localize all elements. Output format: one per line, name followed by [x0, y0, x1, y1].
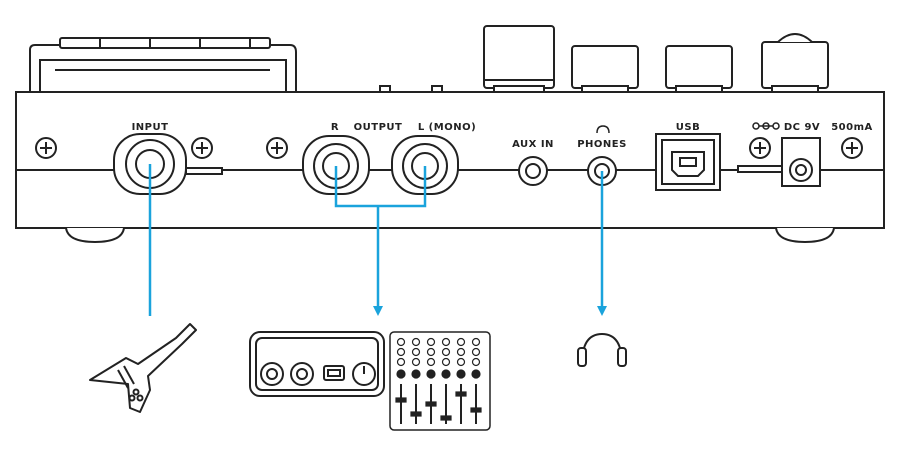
mixer-fader — [455, 391, 467, 397]
phones-arrow-icon — [597, 306, 607, 316]
mixer-knob — [411, 369, 421, 379]
aux-in-label: AUX IN — [512, 139, 554, 150]
panel-labels: INPUT R OUTPUT L (MONO) AUX IN PHONES US… — [132, 122, 873, 150]
mixer-fader — [470, 407, 482, 413]
mixer-knob — [411, 337, 421, 347]
screw-right-2 — [841, 137, 863, 159]
mixer-knob — [456, 347, 466, 357]
mixer-knob — [411, 347, 421, 357]
dc-jack — [737, 137, 821, 187]
mixer-knob — [456, 357, 466, 367]
arrowheads — [373, 306, 607, 316]
output-connector-bracket — [334, 166, 427, 208]
knob-3 — [665, 45, 733, 93]
mixer-channel — [455, 337, 467, 424]
mixer-channel — [425, 337, 437, 424]
mixer-knob — [426, 357, 436, 367]
mixer-knob — [441, 347, 451, 357]
screw-input-right — [191, 137, 213, 159]
guitar-icon — [89, 323, 197, 413]
mixer-knob — [471, 337, 481, 347]
mixer-knob — [471, 347, 481, 357]
output-r-label: R — [331, 122, 339, 133]
mixer-knob — [441, 357, 451, 367]
mixer-knob — [471, 369, 481, 379]
mixer-knob — [396, 369, 406, 379]
screw-left — [35, 137, 57, 159]
mixer-channel — [470, 337, 482, 424]
mixer-knob — [456, 369, 466, 379]
mixer-knob — [396, 357, 406, 367]
knob-2 — [571, 45, 639, 93]
audio-interface-icon — [249, 331, 385, 397]
mixer-knob — [426, 347, 436, 357]
mixer-channel — [440, 337, 452, 424]
mixer-knob — [411, 357, 421, 367]
mixer-knob — [396, 337, 406, 347]
screw-center-left — [266, 137, 288, 159]
dc-label: DC 9V — [784, 122, 820, 133]
mixer-knob — [456, 337, 466, 347]
aux-in-jack — [518, 156, 548, 186]
mixer-fader — [425, 401, 437, 407]
mixer-channel — [410, 337, 422, 424]
output-arrow-icon — [373, 306, 383, 316]
mixer-knob — [441, 337, 451, 347]
knob-1 — [483, 25, 555, 93]
mixer-channels — [395, 337, 482, 424]
usb-port — [655, 133, 721, 191]
input-label: INPUT — [132, 122, 169, 133]
mixer-knob — [441, 369, 451, 379]
top-controls — [29, 25, 829, 93]
mixer-knob — [426, 369, 436, 379]
mixer-channel — [395, 337, 407, 424]
mixer-knob — [426, 337, 436, 347]
mixer-fader — [440, 415, 452, 421]
mixer-knob — [471, 357, 481, 367]
mixer-knob — [396, 347, 406, 357]
phones-glyph-icon — [596, 125, 610, 134]
usb-label: USB — [676, 122, 700, 133]
mixer-fader — [395, 397, 407, 403]
mixer-fader — [410, 411, 422, 417]
knob-4 — [761, 33, 829, 93]
screw-right-1 — [749, 137, 771, 159]
connection-lines — [148, 164, 604, 316]
output-label: OUTPUT — [354, 122, 403, 133]
dc-polarity-icon — [752, 122, 780, 130]
phones-label: PHONES — [577, 139, 627, 150]
output-l-label: L (MONO) — [418, 122, 476, 133]
headphones-icon — [577, 332, 627, 367]
current-label: 500mA — [831, 122, 873, 133]
rear-panel — [15, 91, 885, 244]
